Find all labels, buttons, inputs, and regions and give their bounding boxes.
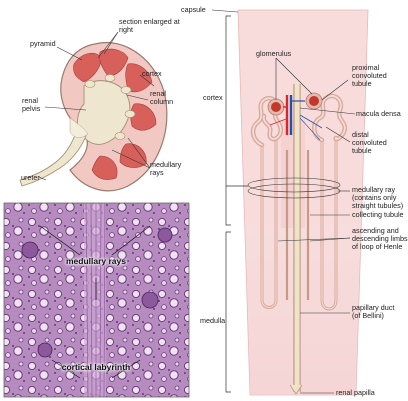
histology-micrograph [3,202,190,398]
label-kidney-cortex: cortex [142,69,162,78]
label-pyramid: pyramid [30,39,56,48]
label-papillary-duct: papillary duct (of Bellini) [352,303,395,320]
label-cortex: cortex [203,93,223,102]
label-renal-column: renal column [150,89,174,106]
label-ureter: ureter [21,173,40,182]
histology-frame [3,202,190,398]
histology-glomeruli [21,227,173,358]
label-medullary-ray: medullary ray (contains only straight tu… [352,185,404,210]
label-renal-papilla: renal papilla [336,388,375,397]
straight-tubules [285,150,310,300]
histology-leader-lines [39,225,151,379]
nephron-leader-lines [211,9,356,394]
label-section-enlarged: section enlarged at right [119,17,180,34]
kidney-calyces [84,74,136,140]
renal-papilla-tip [289,384,303,395]
label-kidney-medullary-rays: medullary rays [150,160,182,177]
label-loop-of-henle: ascending and descending limbs of loop o… [352,226,408,251]
glomerulus-left [267,98,285,116]
label-medulla: medulla [200,316,226,325]
kidney-hilum-fat [69,117,89,138]
kidney-renal-pelvis [77,80,131,145]
medullary-ray-marker-top [247,177,341,193]
label-cortical-labyrinth: cortical labyrinth [61,362,131,372]
vessels [269,95,323,141]
medullary-ray-band [281,120,305,228]
label-glomerulus: glomerulus [256,49,292,58]
collecting-duct-lumen [294,84,300,392]
label-distal-tubule: distal convoluted tubule [352,130,387,155]
collecting-duct [293,84,301,392]
label-histology-medullary-rays: medullary rays [65,256,126,266]
kidney-pyramids [73,48,157,180]
medulla-region [247,225,360,395]
kidney-leader-lines [38,31,155,181]
kidney-section [19,42,168,192]
region-brackets [225,15,248,393]
label-proximal-tubule: proximal convoluted tubule [352,63,387,88]
label-macula-densa: macula densa [356,109,401,118]
label-renal-pelvis: renal pelvis [22,96,41,113]
nephron-schematic [237,9,369,396]
glomerulus-right [305,92,323,110]
label-collecting-tubule: collecting tubule [352,210,404,219]
label-capsule: capsule [181,5,206,14]
